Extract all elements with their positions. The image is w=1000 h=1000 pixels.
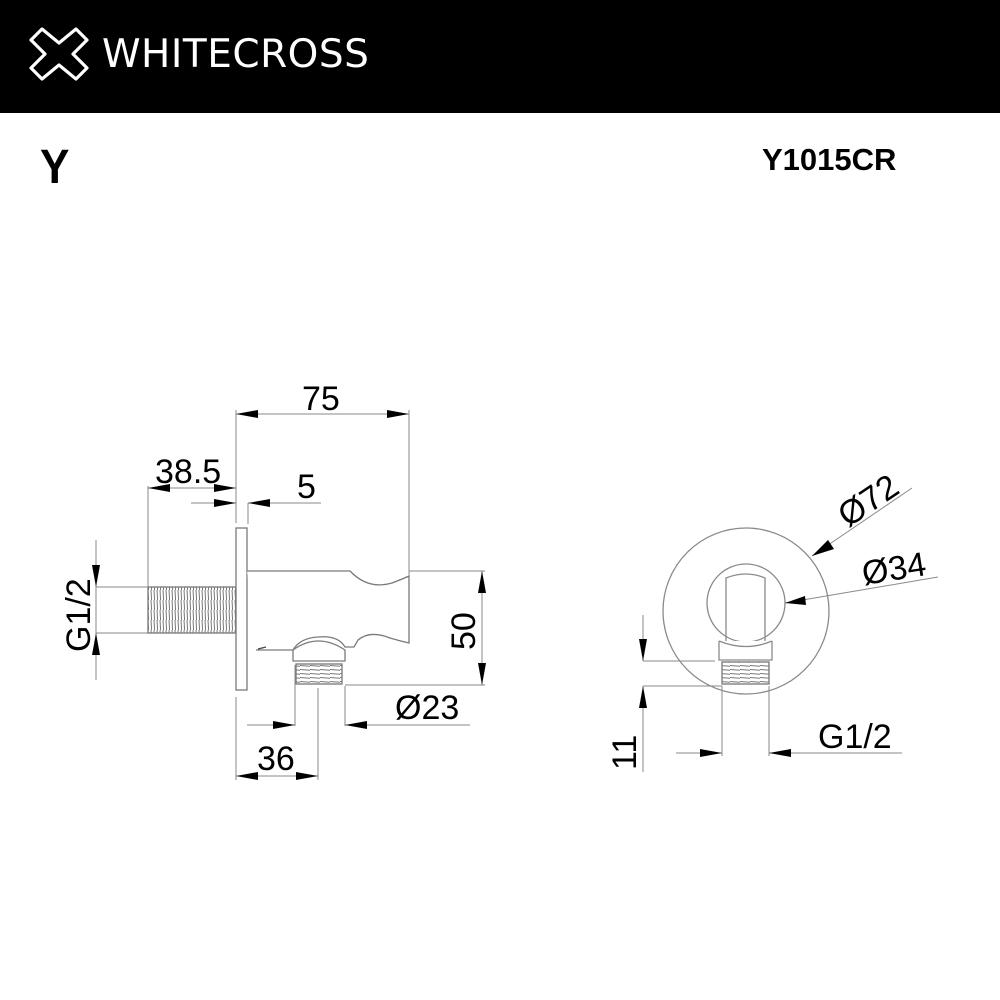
front-outlet-thread [721,661,770,685]
series-label: Y [40,141,70,194]
front-view [662,527,830,695]
front-view-arrows [639,540,834,757]
outlet-nut [292,640,346,662]
dim-outlet-thread: G1/2 [818,718,892,756]
dim-outlet-diameter: Ø23 [395,689,459,727]
dim-overall-depth: 75 [302,380,340,418]
brand-header: WHITECROSS [0,0,1000,113]
inlet-thread [147,586,237,634]
holder-circle [706,563,786,643]
dim-flange-diameter: Ø72 [831,467,906,534]
dim-holder-diameter: Ø34 [859,545,928,593]
dim-front-thread-length: 11 [606,735,644,770]
side-view-arrows [92,410,486,780]
outlet-thread [295,663,343,685]
dim-outlet-offset: 36 [257,740,295,778]
dim-thread-length: 38.5 [155,453,221,491]
side-view [147,527,410,691]
dim-flange-thickness: 5 [297,468,316,506]
model-number: Y1015CR [762,142,897,177]
brand-name: WHITECROSS [102,31,370,77]
dim-inlet-thread: G1/2 [60,578,98,652]
brand-logo: WHITECROSS [28,26,369,82]
wall-flange [235,527,248,691]
cross-outline-icon [29,27,89,81]
dim-height: 50 [445,612,483,650]
holder-body [247,570,410,651]
side-view-labels: 75 38.5 5 G1/2 50 Ø23 36 [60,380,483,778]
